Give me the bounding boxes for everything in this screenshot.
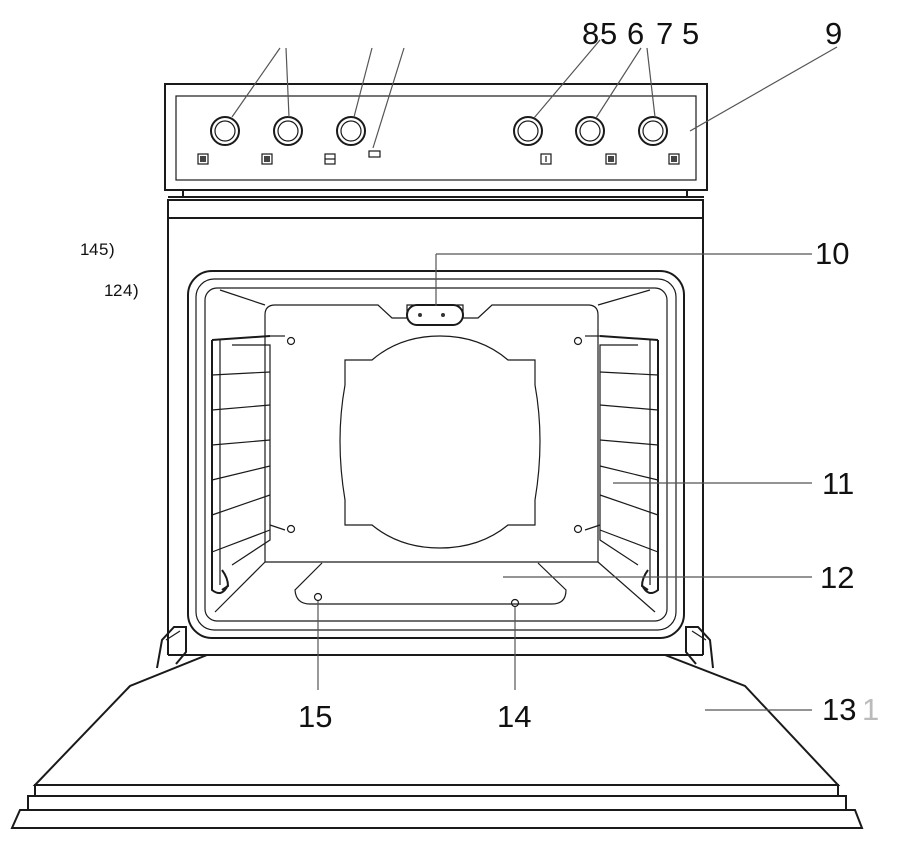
fan-grid-icon bbox=[605, 153, 617, 165]
paren-a: ) bbox=[109, 240, 115, 259]
callout-7: 7 bbox=[656, 16, 673, 51]
callout-10: 10 bbox=[815, 236, 849, 271]
oven-cavity-frame bbox=[187, 270, 685, 639]
knob-1[interactable] bbox=[210, 116, 240, 146]
callout-1-a: 1 bbox=[80, 240, 89, 259]
oven-back-panel bbox=[214, 289, 656, 613]
door-hinge-right bbox=[685, 626, 714, 669]
callout-1-b: 1 bbox=[104, 281, 113, 300]
control-panel bbox=[164, 83, 708, 198]
callout-2-b: 2 bbox=[113, 281, 122, 300]
top-bottom-heat-icon bbox=[324, 153, 336, 165]
callout-5: 5 bbox=[682, 16, 699, 51]
knob-8[interactable] bbox=[513, 116, 543, 146]
callout-12: 12 bbox=[820, 560, 854, 595]
fan-grid-icon bbox=[261, 153, 273, 165]
side-rack-left bbox=[211, 335, 286, 595]
callout-15: 15 bbox=[298, 699, 332, 734]
oven-lamp bbox=[406, 304, 464, 326]
callout-6: 6 bbox=[627, 16, 644, 51]
callout-11: 11 bbox=[822, 466, 854, 501]
knob-6[interactable] bbox=[575, 116, 605, 146]
oven-door bbox=[10, 654, 864, 829]
side-rack-right bbox=[584, 335, 659, 595]
rack-screws bbox=[286, 336, 583, 534]
bottom-element bbox=[294, 562, 567, 608]
knob-3[interactable] bbox=[336, 116, 366, 146]
knob-7[interactable] bbox=[638, 116, 668, 146]
paren-b: ) bbox=[133, 281, 139, 300]
callout-5-top: 5 bbox=[600, 16, 617, 51]
callout-4-b: 4 bbox=[123, 281, 132, 300]
door-hinge-left bbox=[156, 626, 187, 669]
callout-9: 9 bbox=[825, 16, 842, 51]
knob-2[interactable] bbox=[273, 116, 303, 146]
leader-lines bbox=[231, 39, 838, 711]
callout-1-c: 1 bbox=[862, 692, 879, 727]
indicator-light bbox=[368, 150, 381, 158]
fan-cover bbox=[339, 335, 541, 549]
thermometer-icon bbox=[540, 153, 552, 165]
callout-13: 13 bbox=[822, 692, 856, 727]
callout-4-a: 4 bbox=[89, 240, 98, 259]
fan-grid-icon bbox=[668, 153, 680, 165]
fan-grid-icon bbox=[197, 153, 209, 165]
callout-14: 14 bbox=[497, 699, 531, 734]
callout-5-a: 5 bbox=[99, 240, 108, 259]
callout-8: 8 bbox=[582, 16, 599, 51]
